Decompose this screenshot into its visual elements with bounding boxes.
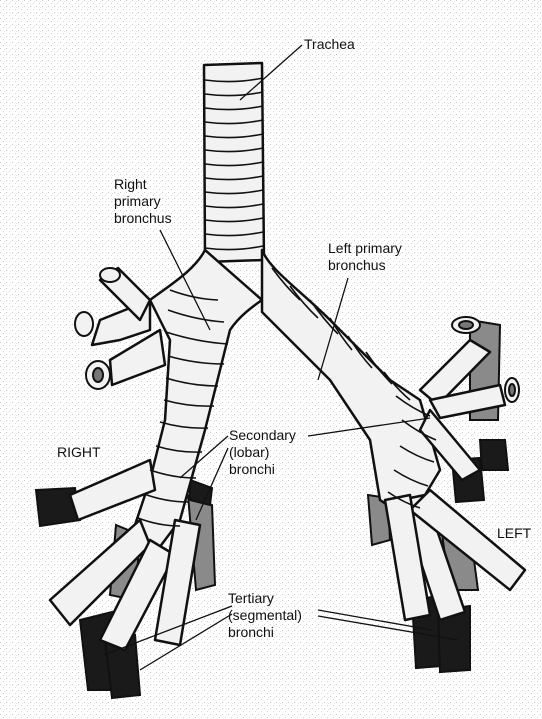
label-tertiary-line2: (segmental) [228,607,302,624]
label-left-primary-line2: bronchus [328,257,402,274]
label-left-side: LEFT [497,525,531,542]
label-secondary-line3: bronchi [229,461,296,478]
label-right-primary-line3: bronchus [114,210,172,227]
label-tertiary-line3: bronchi [228,624,302,641]
label-left-primary-bronchus: Left primary bronchus [328,240,402,274]
label-tertiary-bronchi: Tertiary (segmental) bronchi [228,590,302,641]
label-trachea: Trachea [304,36,355,53]
label-secondary-bronchi: Secondary (lobar) bronchi [229,427,296,478]
label-left-primary-line1: Left primary [328,240,402,257]
label-right-primary-bronchus: Right primary bronchus [114,176,172,227]
label-right-primary-line2: primary [114,193,172,210]
label-tertiary-line1: Tertiary [228,590,302,607]
label-right-side: RIGHT [57,444,101,461]
label-secondary-line2: (lobar) [229,444,296,461]
label-secondary-line1: Secondary [229,427,296,444]
label-right-primary-line1: Right [114,176,172,193]
